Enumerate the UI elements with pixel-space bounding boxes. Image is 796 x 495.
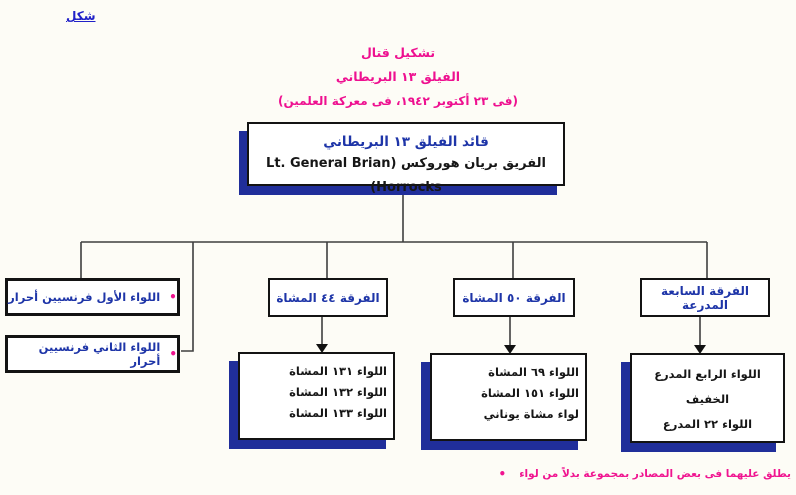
figure-label: شكل	[66, 9, 96, 23]
division-box-7th-armoured: الفرقة السابعة المدرعة	[640, 278, 770, 317]
chart-title: تشكيل قتال الفيلق ١٣ البريطاني (فى ٢٣ أك…	[0, 41, 796, 113]
footnote-marker-icon: •	[169, 347, 177, 361]
unit-line: اللواء ٢٢ المدرع	[662, 417, 753, 431]
org-connectors	[80, 186, 708, 352]
unit-line: اللواء الرابع المدرع الخفيف	[654, 367, 761, 406]
division-box-50: الفرقة ٥٠ المشاة	[453, 278, 575, 317]
footnote-marker-icon: •	[169, 290, 177, 304]
footnote-text: يطلق عليهما فى بعض المصادر بمجموعة بدلاً…	[519, 468, 791, 480]
unit-line: لواء مشاة يوناني	[483, 407, 579, 421]
attached-brigade-box-2: • اللواء الثاني فرنسيين أحرار	[5, 335, 180, 373]
commander-box: قائد الفيلق ١٣ البريطاني الفريق بريان هو…	[247, 122, 565, 195]
units-box-7th-armoured: اللواء الرابع المدرع الخفيف اللواء ٢٢ ال…	[630, 353, 785, 443]
unit-line: اللواء ١٣٢ المشاة	[289, 385, 387, 399]
chart-title-line1: تشكيل قتال	[360, 45, 436, 60]
division-label: الفرقة ٤٤ المشاة	[276, 290, 380, 305]
unit-line: اللواء ٦٩ المشاة	[488, 365, 579, 379]
chart-title-line2: الفيلق ١٣ البريطاني	[335, 69, 461, 84]
commander-box-title: قائد الفيلق ١٣ البريطاني	[323, 134, 489, 150]
footnote-marker-icon: •	[498, 467, 507, 481]
attached-brigade-label: اللواء الأول فرنسيين أحرار	[8, 290, 161, 304]
footnote: • يطلق عليهما فى بعض المصادر بمجموعة بدل…	[499, 468, 791, 480]
division-label: الفرقة ٥٠ المشاة	[462, 290, 566, 305]
unit-line: اللواء ١٣١ المشاة	[289, 364, 387, 378]
units-box-44: اللواء ١٣١ المشاة اللواء ١٣٢ المشاة اللو…	[238, 352, 395, 440]
attached-brigade-label: اللواء الثاني فرنسيين أحرار	[38, 340, 161, 368]
attached-brigade-box-1: • اللواء الأول فرنسيين أحرار	[5, 278, 180, 316]
units-box-50: اللواء ٦٩ المشاة اللواء ١٥١ المشاة لواء …	[430, 353, 587, 441]
chart-title-line3: (فى ٢٣ أكتوبر ١٩٤٢، فى معركة العلمين)	[278, 94, 518, 108]
unit-line: اللواء ١٣٣ المشاة	[289, 406, 387, 420]
commander-box-name: الفريق بريان هوروكس (Lt. General Brian H…	[266, 156, 546, 195]
division-label: الفرقة السابعة المدرعة	[661, 283, 749, 312]
division-box-44: الفرقة ٤٤ المشاة	[268, 278, 388, 317]
unit-line: اللواء ١٥١ المشاة	[481, 386, 579, 400]
